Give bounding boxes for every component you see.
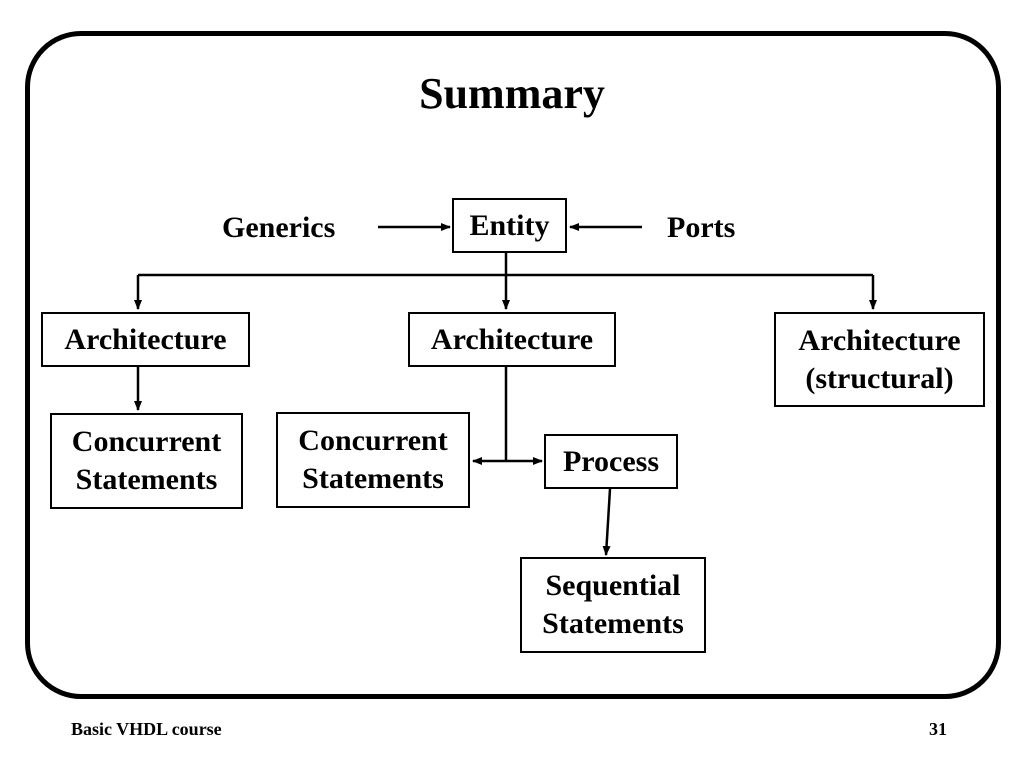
architecture-left-label: Architecture [64,322,227,356]
slide-title: Summary [419,69,605,118]
concurrent-middle-label-line1: Concurrent [298,424,448,457]
sequential-statements-box: Sequential Statements [520,557,706,653]
architecture-right-label-line1: Architecture [798,323,961,357]
concurrent-middle-label-line2: Statements [302,462,444,495]
architecture-right-box: Architecture (structural) [774,312,985,407]
sequential-label-line1: Sequential [545,569,681,602]
concurrent-left-label-line2: Statements [75,463,218,496]
entity-box: Entity [452,198,567,253]
architecture-middle-label: Architecture [430,322,594,356]
process-label: Process [562,444,660,478]
footer-page-number: 31 [929,719,947,739]
process-box: Process [544,434,678,489]
architecture-right-label-line2: (structural) [805,361,954,395]
slide-frame [25,31,1001,699]
entity-label: Entity [469,208,550,242]
footer-course-name: Basic VHDL course [71,719,222,739]
sequential-label-line2: Statements [542,607,684,640]
arrow-process-to-sequential [602,488,612,556]
generics-label: Generics [222,211,336,244]
ports-label: Ports [667,211,736,244]
concurrent-statements-middle-box: Concurrent Statements [276,412,470,508]
concurrent-left-label-line1: Concurrent [71,425,222,458]
architecture-middle-box: Architecture [408,312,616,367]
concurrent-statements-left-box: Concurrent Statements [50,413,243,509]
architecture-left-box: Architecture [41,312,250,367]
